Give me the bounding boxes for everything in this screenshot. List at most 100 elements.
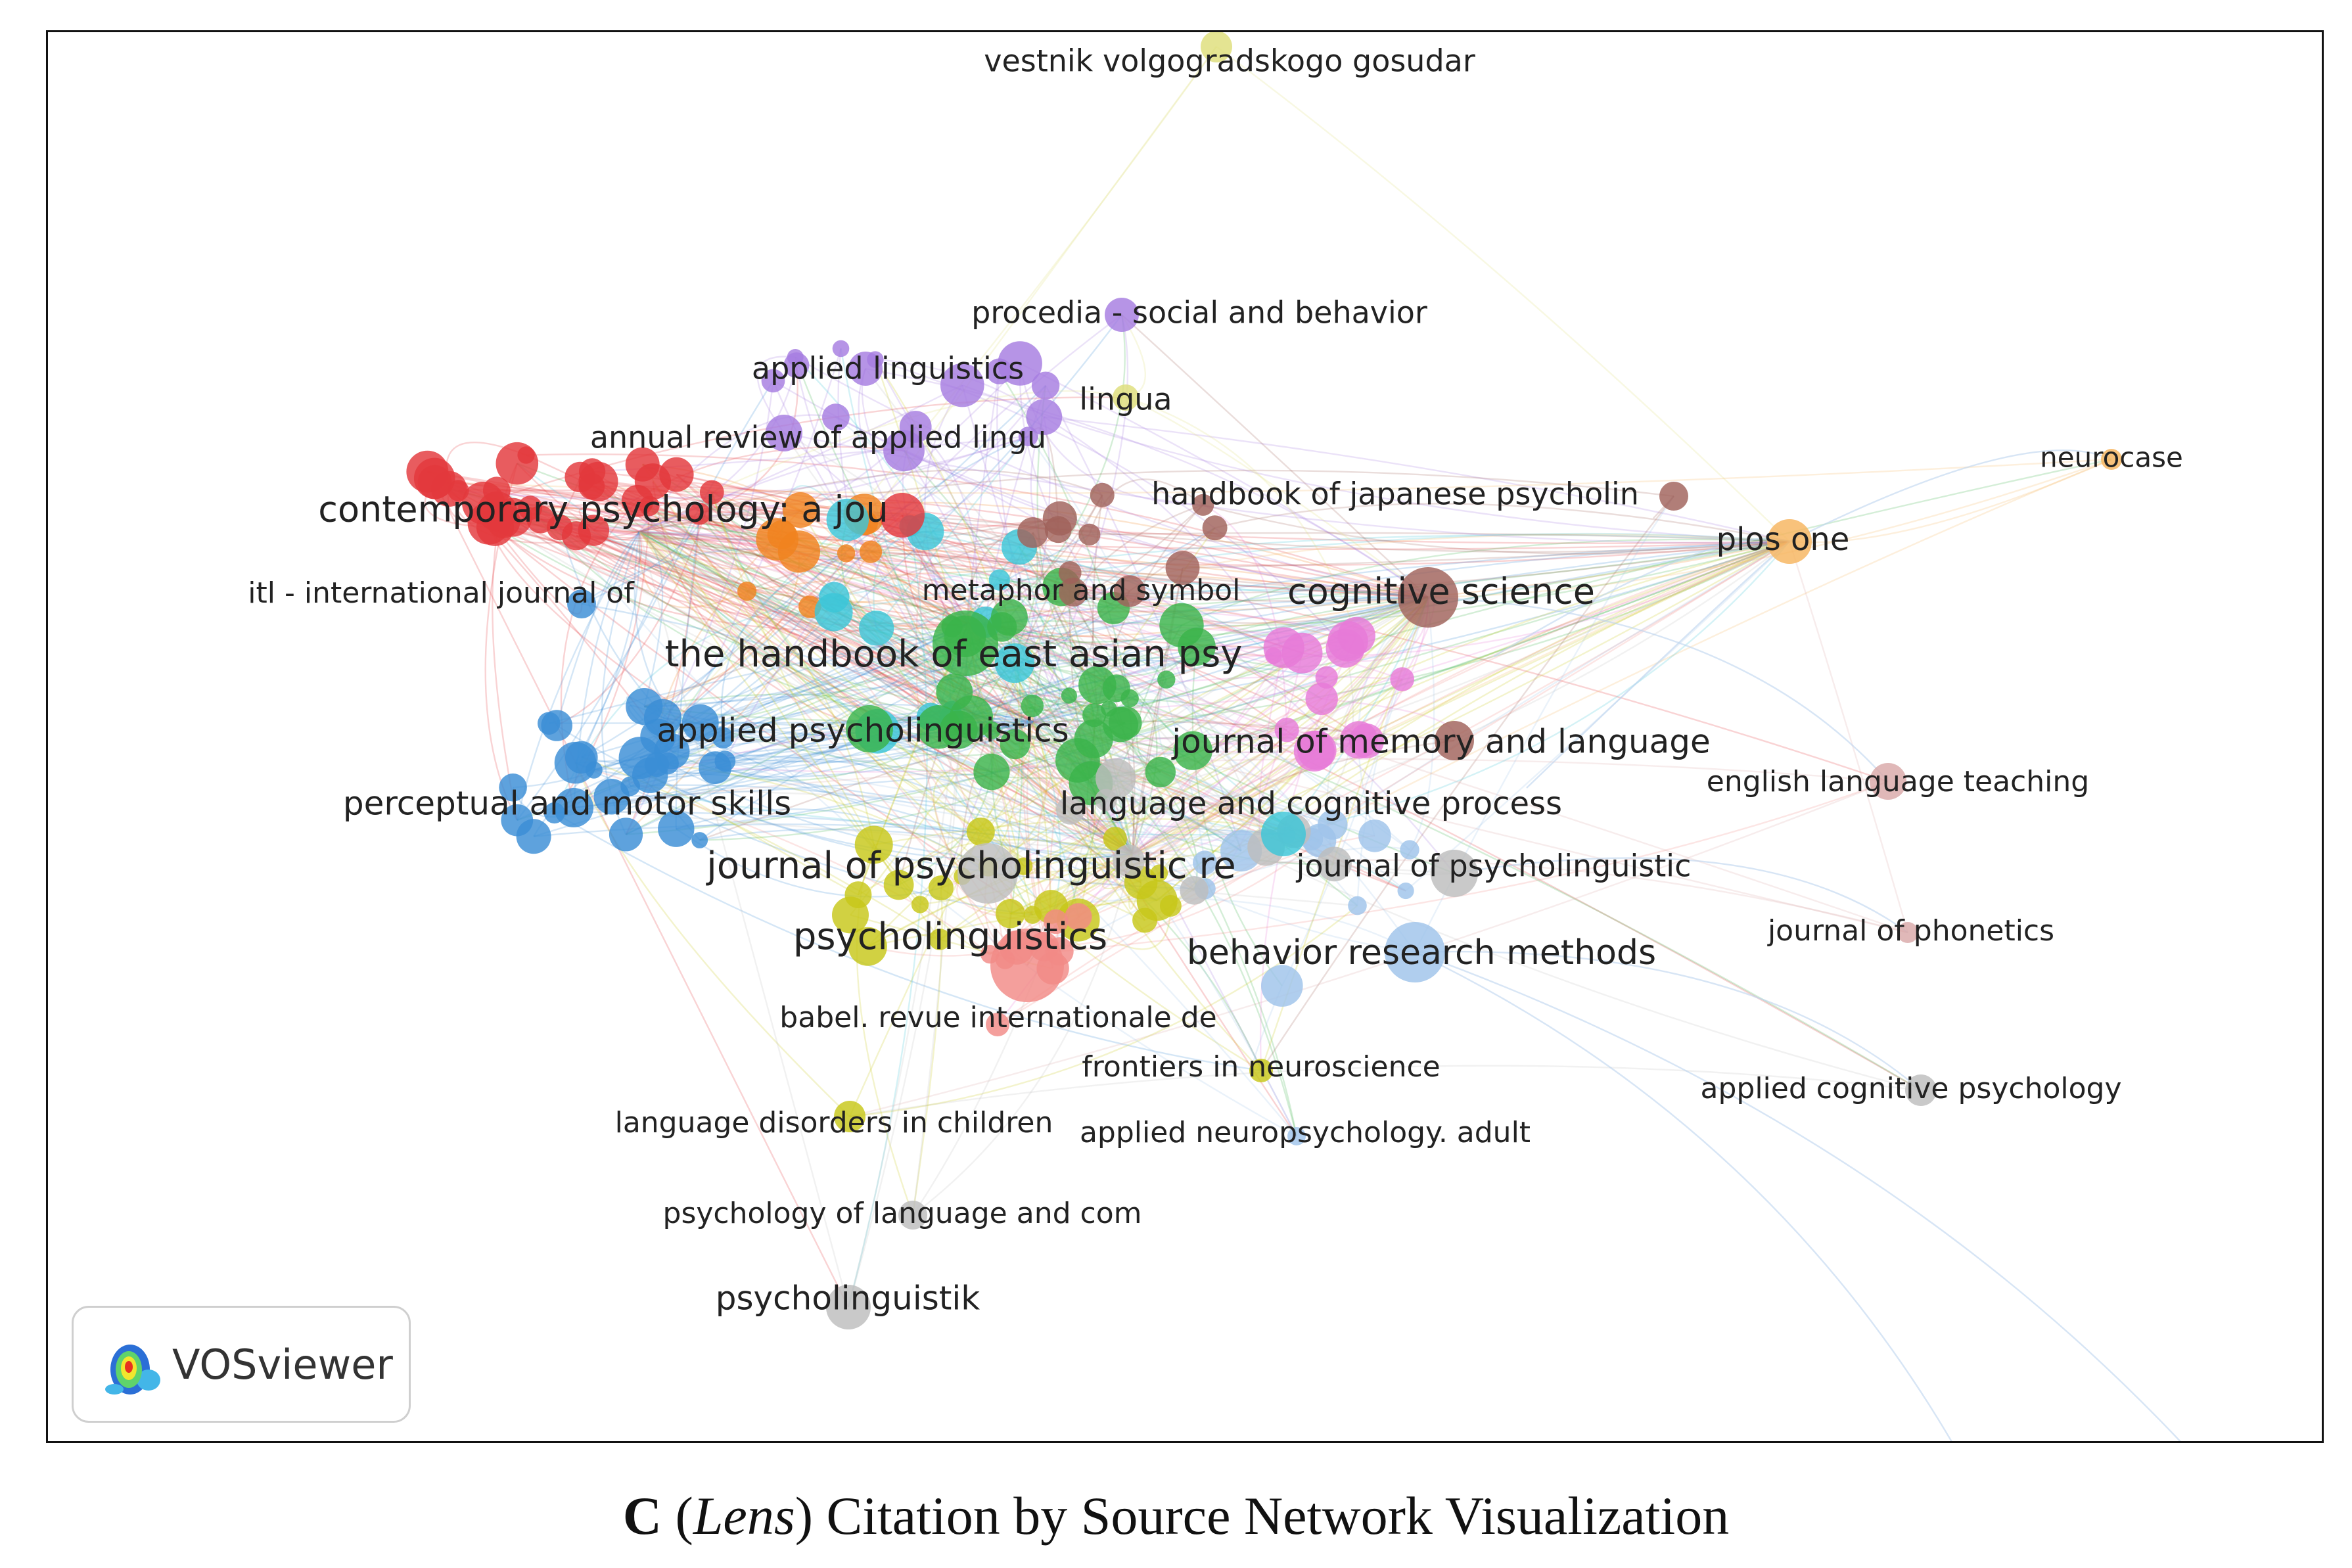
source-node[interactable] (1348, 896, 1367, 915)
source-node[interactable] (1431, 850, 1478, 897)
source-label[interactable]: metaphor and symbol (922, 574, 1241, 607)
source-node[interactable] (1061, 687, 1077, 704)
source-node[interactable] (1193, 850, 1217, 875)
source-node[interactable] (860, 540, 883, 563)
source-label[interactable]: itl - international journal of (248, 576, 635, 610)
source-node[interactable] (1132, 908, 1158, 933)
source-node[interactable] (928, 875, 954, 901)
source-node[interactable] (990, 929, 1064, 1002)
source-node[interactable] (1202, 515, 1228, 541)
source-node[interactable] (782, 492, 818, 528)
source-node[interactable] (1015, 857, 1033, 875)
source-node[interactable] (1249, 1059, 1273, 1082)
source-node[interactable] (516, 819, 551, 854)
source-node[interactable] (1435, 721, 1474, 760)
source-node[interactable] (1165, 551, 1200, 586)
source-node[interactable] (826, 498, 869, 542)
source-label[interactable]: frontiers in neuroscience (1082, 1050, 1441, 1084)
source-node[interactable] (554, 788, 593, 827)
source-node[interactable] (1102, 674, 1130, 703)
source-node[interactable] (1274, 718, 1299, 743)
source-node[interactable] (826, 1285, 871, 1329)
source-node[interactable] (496, 442, 539, 485)
source-label[interactable]: psycholinguistik (716, 1280, 980, 1318)
source-label[interactable]: the handbook of east asian psy (665, 633, 1243, 676)
source-label[interactable]: journal of phonetics (1767, 914, 2054, 948)
source-node[interactable] (1293, 730, 1335, 772)
source-label[interactable]: contemporary psychology: a jou (318, 489, 888, 530)
source-node[interactable] (848, 352, 883, 386)
source-node[interactable] (578, 461, 618, 501)
source-node[interactable] (988, 569, 1010, 591)
source-node[interactable] (1201, 32, 1232, 62)
source-label[interactable]: journal of psycholinguistic (1296, 848, 1692, 884)
source-node[interactable] (1305, 682, 1338, 716)
source-node[interactable] (1017, 517, 1048, 548)
source-node[interactable] (837, 544, 856, 563)
source-node[interactable] (1159, 603, 1204, 648)
source-node[interactable] (1767, 519, 1812, 564)
source-node[interactable] (822, 404, 850, 431)
source-node[interactable] (737, 582, 757, 601)
source-label[interactable]: plos one (1717, 521, 1850, 558)
source-node[interactable] (699, 480, 724, 505)
source-node[interactable] (996, 899, 1025, 929)
source-label[interactable]: vestnik volgogradskogo gosudar (984, 43, 1475, 79)
source-node[interactable] (712, 727, 734, 749)
source-node[interactable] (986, 1013, 1009, 1036)
source-label[interactable]: lingua (1079, 382, 1172, 417)
source-node[interactable] (990, 599, 1028, 636)
source-node[interactable] (933, 611, 998, 676)
source-node[interactable] (1385, 922, 1445, 982)
source-node[interactable] (1023, 906, 1042, 924)
source-node[interactable] (1113, 844, 1145, 877)
source-node[interactable] (834, 1101, 865, 1132)
source-node[interactable] (431, 471, 467, 507)
source-node[interactable] (658, 810, 695, 847)
source-node[interactable] (1078, 523, 1101, 546)
source-label[interactable]: psycholinguistics (793, 915, 1107, 958)
source-node[interactable] (1026, 399, 1063, 435)
source-node[interactable] (1095, 789, 1117, 812)
source-node[interactable] (639, 496, 660, 517)
source-label[interactable]: cognitive science (1287, 571, 1595, 612)
source-node[interactable] (819, 582, 850, 612)
source-node[interactable] (538, 712, 561, 735)
source-node[interactable] (859, 611, 894, 646)
source-node[interactable] (1044, 909, 1069, 934)
source-node[interactable] (1287, 1127, 1306, 1145)
source-node[interactable] (1897, 922, 1918, 943)
source-node[interactable] (609, 818, 643, 852)
source-node[interactable] (1349, 724, 1384, 758)
source-node[interactable] (691, 832, 708, 848)
source-node[interactable] (783, 352, 810, 379)
source-node[interactable] (1056, 796, 1085, 825)
source-label[interactable]: annual review of applied lingu (590, 420, 1046, 455)
source-label[interactable]: perceptual and motor skills (343, 785, 791, 823)
source-node[interactable] (2101, 449, 2122, 470)
source-node[interactable] (626, 688, 663, 726)
source-node[interactable] (1261, 812, 1306, 856)
source-node[interactable] (634, 463, 672, 500)
source-label[interactable]: applied psycholinguistics (657, 712, 1069, 750)
source-label[interactable]: psychology of language and com (663, 1197, 1142, 1230)
source-node[interactable] (846, 705, 893, 752)
source-label[interactable]: english language teaching (1707, 765, 2089, 798)
source-node[interactable] (547, 514, 573, 541)
source-node[interactable] (1905, 1074, 1937, 1106)
source-node[interactable] (832, 340, 850, 357)
source-node[interactable] (848, 927, 887, 966)
source-node[interactable] (1021, 694, 1044, 718)
citation-network-graph[interactable]: vestnik volgogradskogo gosudar procedia -… (48, 32, 2324, 1443)
source-node[interactable] (986, 358, 1013, 384)
source-node[interactable] (898, 1201, 927, 1230)
source-node[interactable] (1000, 729, 1030, 760)
source-node[interactable] (1400, 840, 1419, 860)
source-label[interactable]: handbook of japanese psycholin (1151, 476, 1639, 512)
source-node[interactable] (880, 493, 925, 538)
source-node[interactable] (940, 363, 984, 407)
source-node[interactable] (1397, 882, 1414, 900)
source-node[interactable] (1192, 494, 1214, 516)
source-node[interactable] (1398, 567, 1458, 628)
source-label[interactable]: procedia - social and behavior (971, 295, 1427, 331)
